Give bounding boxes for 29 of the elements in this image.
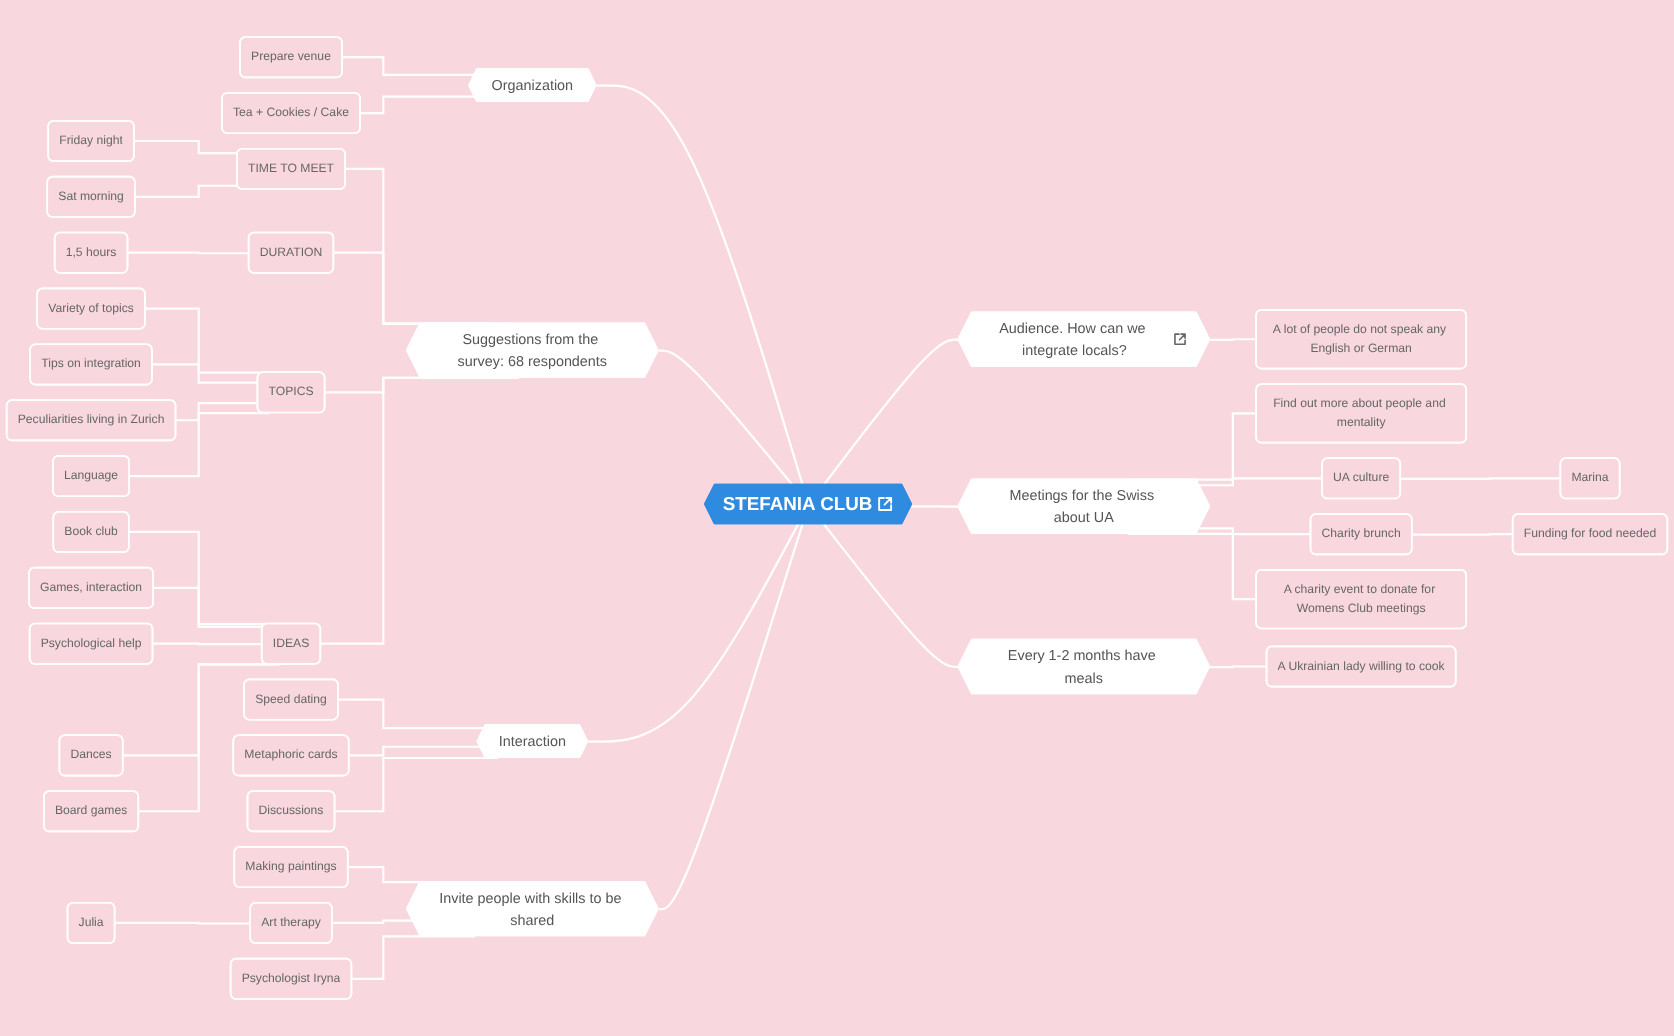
connector-line	[1199, 527, 1313, 536]
connector-line	[1210, 665, 1269, 669]
connector-line	[1199, 477, 1324, 487]
connector-line	[151, 642, 263, 646]
connector-line	[174, 401, 258, 422]
connector-line	[911, 505, 959, 508]
connector-line	[134, 184, 238, 199]
connector-line	[151, 363, 258, 384]
connector-line	[126, 251, 250, 255]
connector-line	[350, 935, 476, 981]
connector-line	[596, 84, 804, 486]
connector-line	[658, 349, 794, 486]
connector-line	[128, 411, 270, 478]
connector-line	[337, 698, 485, 730]
connector-line	[588, 523, 800, 743]
connector-line	[152, 586, 263, 628]
connector-line	[341, 56, 475, 76]
connector-line	[823, 523, 959, 669]
connector-line	[1400, 477, 1562, 480]
connector-line	[133, 139, 238, 155]
connector-line	[359, 95, 475, 115]
connector-line	[137, 663, 281, 813]
connector-line	[114, 921, 251, 925]
connector-line	[1412, 533, 1515, 536]
connector-line	[331, 919, 413, 925]
connector-line	[1210, 338, 1258, 341]
connector-line	[822, 338, 959, 486]
connector-line	[658, 523, 804, 911]
connector-line	[348, 745, 481, 757]
